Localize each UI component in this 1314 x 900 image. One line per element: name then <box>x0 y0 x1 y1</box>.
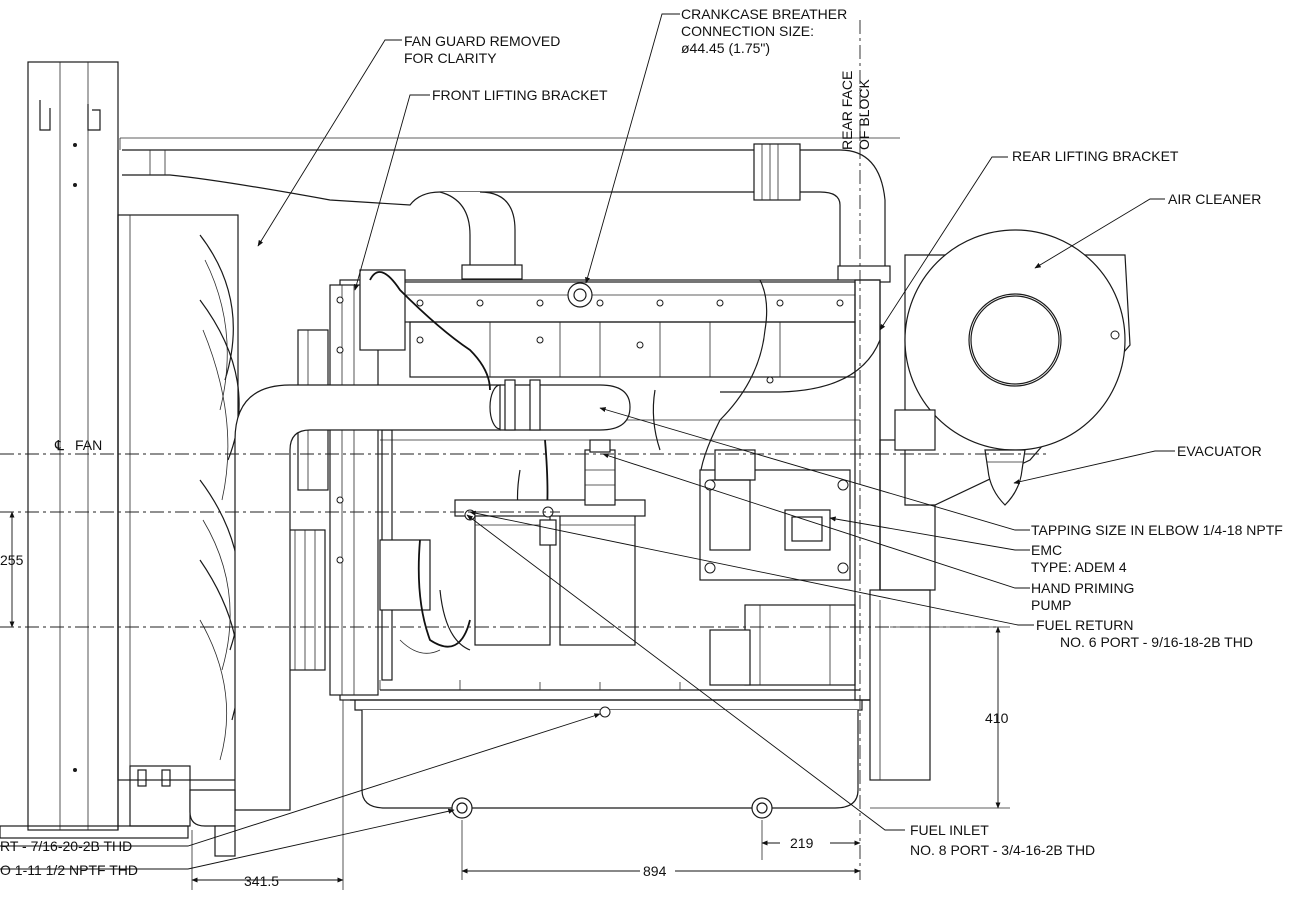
leader-lines <box>0 13 1175 870</box>
fan-blades <box>199 234 241 761</box>
upper-air-pipe <box>119 137 900 283</box>
dimension-341-5 <box>191 700 344 890</box>
label-fan: FAN <box>75 437 102 453</box>
lower-air-pipe <box>189 379 631 857</box>
centerlines <box>0 20 1050 880</box>
label-crankcase-1: CRANKCASE BREATHER <box>681 6 847 22</box>
label-port-left-1: RT - 7/16-20-2B THD <box>0 838 132 854</box>
label-emc-1: EMC <box>1031 542 1062 558</box>
label-fuel-return-2: NO. 6 PORT - 9/16-18-2B THD <box>1060 634 1253 650</box>
valve-cover-bolts <box>416 299 844 384</box>
label-fuel-return-1: FUEL RETURN <box>1036 617 1134 633</box>
label-rear-face-2: OF BLOCK <box>856 79 872 150</box>
centerline-symbol: ℄ <box>54 437 64 453</box>
label-rear-face-1: REAR FACE <box>839 71 855 150</box>
flywheel-housing <box>854 279 936 781</box>
dim-410: 410 <box>985 710 1009 726</box>
label-evacuator: EVACUATOR <box>1177 443 1262 459</box>
label-front-lifting-bracket: FRONT LIFTING BRACKET <box>432 87 608 103</box>
dim-219: 219 <box>790 835 814 851</box>
label-hand-priming-1: HAND PRIMING <box>1031 580 1134 596</box>
label-port-left-2: O 1-11 1/2 NPTF THD <box>0 862 138 878</box>
crankcase-breather <box>567 282 593 308</box>
label-crankcase-3: ø44.45 (1.75") <box>681 40 770 56</box>
label-fan-guard-2: FOR CLARITY <box>404 50 497 66</box>
crank-pulley <box>284 329 329 671</box>
oil-pan-drains <box>451 706 773 819</box>
fuel-filters <box>454 499 646 646</box>
ecm-module <box>699 449 851 581</box>
dim-341-5: 341.5 <box>244 873 279 889</box>
dimension-219 <box>761 820 861 860</box>
dim-894: 894 <box>643 863 667 879</box>
label-fan-guard-1: FAN GUARD REMOVED <box>404 33 560 49</box>
label-tapping: TAPPING SIZE IN ELBOW 1/4-18 NPTF <box>1031 522 1283 538</box>
label-air-cleaner: AIR CLEANER <box>1168 191 1261 207</box>
label-fuel-inlet-1: FUEL INLET <box>910 822 989 838</box>
fuel-lines <box>369 271 881 654</box>
label-fuel-inlet-2: NO. 8 PORT - 3/4-16-2B THD <box>910 842 1095 858</box>
label-hand-priming-2: PUMP <box>1031 597 1071 613</box>
starter-motor <box>709 604 856 686</box>
dim-255: 255 <box>0 552 24 568</box>
hand-priming-pump <box>584 439 616 506</box>
label-emc-2: TYPE: ADEM 4 <box>1031 559 1127 575</box>
dimension-410 <box>870 626 1010 809</box>
air-cleaner <box>894 229 1131 506</box>
dimension-894 <box>461 820 861 880</box>
label-rear-lifting-bracket: REAR LIFTING BRACKET <box>1012 148 1179 164</box>
label-crankcase-2: CONNECTION SIZE: <box>681 23 814 39</box>
